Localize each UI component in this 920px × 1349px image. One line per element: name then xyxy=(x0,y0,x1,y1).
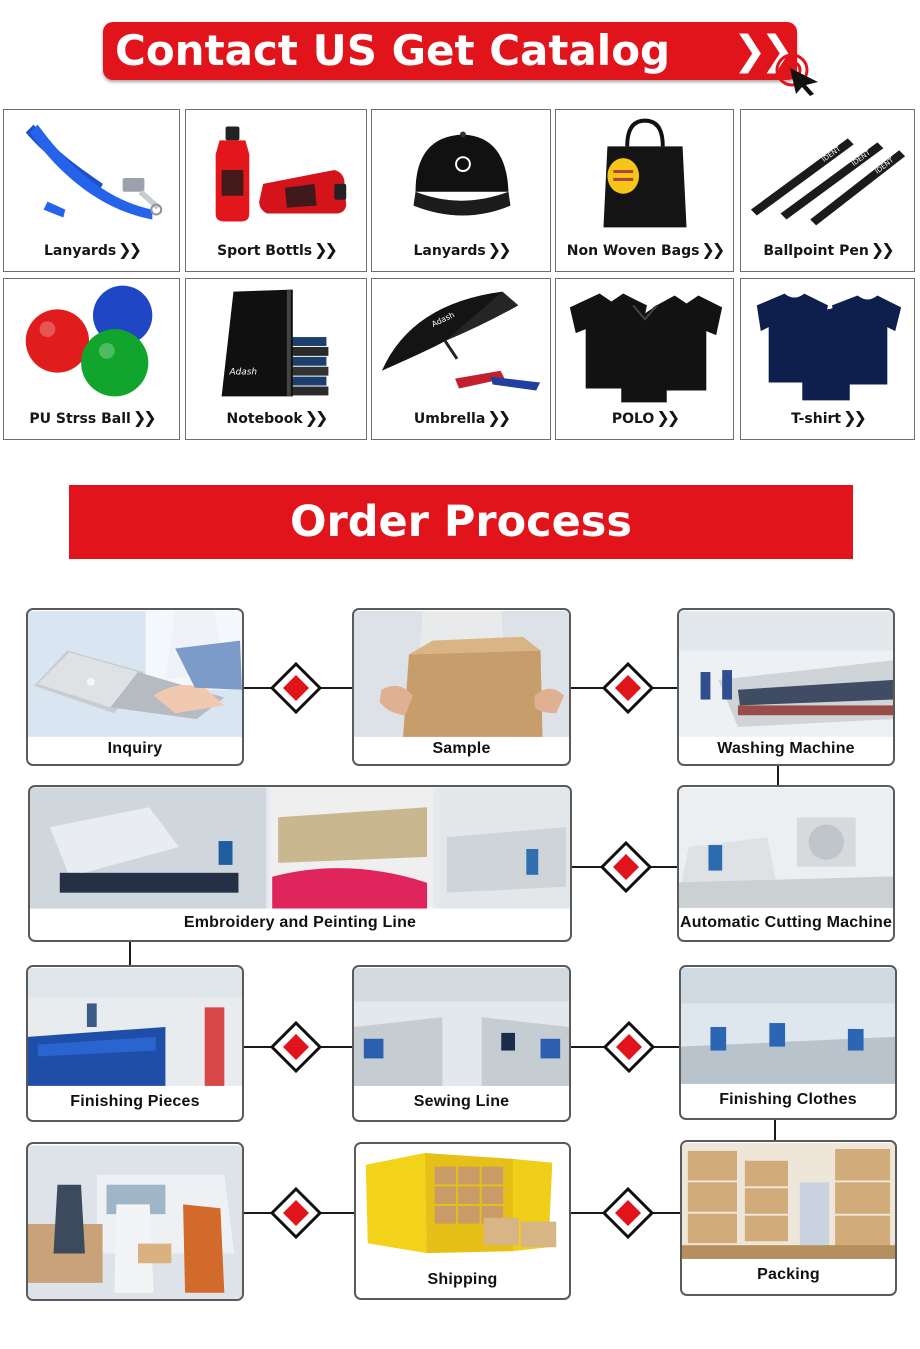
double-chevron-icon: ❯❯ xyxy=(304,408,329,427)
stress-ball-icon xyxy=(25,285,153,397)
diamond-arrow-icon xyxy=(602,1187,654,1239)
t-shirt-icon xyxy=(756,293,902,401)
double-chevron-icon: ❯❯ xyxy=(487,240,512,259)
umbrella-icon: Adash xyxy=(381,291,541,391)
tote-bag-icon xyxy=(603,118,687,228)
diamond-arrow-icon xyxy=(270,1021,322,1073)
product-label: T-shirt❯❯ xyxy=(791,408,867,427)
pen-icon: IDENT IDENT IDENT xyxy=(750,138,906,226)
product-label: Ballpoint Pen❯❯ xyxy=(763,240,895,259)
inquiry-photo xyxy=(28,611,242,737)
connector-line xyxy=(777,766,779,786)
double-chevron-icon: ❯❯ xyxy=(487,408,511,427)
step-shipping: Shipping xyxy=(354,1142,571,1300)
step-sewing-line: Sewing Line xyxy=(352,965,571,1122)
lanyard-icon xyxy=(25,124,163,220)
double-chevron-icon: ❯❯ xyxy=(132,408,157,427)
sport-bottle-icon xyxy=(215,126,347,222)
washing-machine-photo xyxy=(679,611,893,737)
step-label: Finishing Clothes xyxy=(719,1091,857,1108)
product-label: Lanyards❯❯ xyxy=(44,240,142,259)
step-label: Automatic Cutting Machine xyxy=(679,914,893,931)
step-shipping-delivery xyxy=(26,1142,244,1301)
notebook-icon: Adash xyxy=(221,289,329,397)
finishing-clothes-photo xyxy=(681,968,895,1084)
product-card-ballpoint-pens[interactable]: IDENT IDENT IDENT Ballpoint Pen❯❯ xyxy=(740,109,915,272)
step-label: Inquiry xyxy=(107,740,163,757)
double-chevron-icon: ❯❯ xyxy=(656,408,680,427)
product-label: PU Strss Ball❯❯ xyxy=(29,408,157,427)
packing-photo xyxy=(682,1143,895,1259)
delivery-photo xyxy=(28,1145,242,1299)
product-label: Non Woven Bags❯❯ xyxy=(566,240,725,259)
sample-photo xyxy=(354,611,569,737)
sewing-line-photo xyxy=(354,968,569,1086)
product-card-non-woven-bags[interactable]: Non Woven Bags❯❯ xyxy=(555,109,734,272)
step-label: Finishing Pieces xyxy=(70,1093,200,1110)
product-card-caps[interactable]: Lanyards❯❯ xyxy=(371,109,551,272)
step-washing-machine: Washing Machine xyxy=(677,608,895,766)
step-label: Washing Machine xyxy=(717,740,855,757)
click-cursor-icon xyxy=(775,53,818,96)
step-finishing-clothes: Finishing Clothes xyxy=(679,965,897,1120)
connector-line xyxy=(774,1120,776,1140)
order-process-title: Order Process xyxy=(69,485,853,559)
contact-catalog-button[interactable]: Contact US Get Catalog ❯❯ xyxy=(103,22,797,80)
product-card-t-shirts[interactable]: T-shirt❯❯ xyxy=(740,278,915,440)
step-label: Embroidery and Peinting Line xyxy=(183,914,417,931)
embroidery-photo xyxy=(30,787,570,909)
step-label: Packing xyxy=(757,1266,820,1283)
shipping-container-photo xyxy=(356,1145,569,1265)
step-finishing-pieces: Finishing Pieces xyxy=(26,965,244,1122)
step-label: Sewing Line xyxy=(413,1093,510,1110)
connector-line xyxy=(129,942,131,966)
diamond-arrow-icon xyxy=(602,662,654,714)
product-card-lanyards[interactable]: Lanyards❯❯ xyxy=(3,109,180,272)
product-label: Lanyards❯❯ xyxy=(413,240,512,259)
cutting-machine-photo xyxy=(679,788,893,908)
diamond-arrow-icon xyxy=(270,662,322,714)
double-chevron-icon: ❯❯ xyxy=(314,240,338,259)
catalog-banner-text: Contact US Get Catalog xyxy=(115,26,671,75)
polo-shirt-icon xyxy=(569,293,723,403)
step-embroidery-printing-line: Embroidery and Peinting Line xyxy=(28,785,572,942)
double-chevron-icon: ❯❯ xyxy=(843,408,867,427)
double-chevron-icon: ❯❯ xyxy=(870,240,895,259)
product-card-polo[interactable]: POLO❯❯ xyxy=(555,278,734,440)
svg-text:Adash: Adash xyxy=(229,368,258,378)
step-automatic-cutting-machine: Automatic Cutting Machine xyxy=(677,785,895,942)
product-card-notebooks[interactable]: Adash Notebook❯❯ xyxy=(185,278,367,440)
diamond-arrow-icon xyxy=(600,841,652,893)
finishing-pieces-photo xyxy=(28,968,242,1086)
step-label: Sample xyxy=(432,740,491,757)
double-chevron-icon: ❯❯ xyxy=(118,240,142,259)
diamond-arrow-icon xyxy=(270,1187,322,1239)
diamond-arrow-icon xyxy=(603,1021,655,1073)
double-chevron-icon: ❯❯ xyxy=(701,240,725,259)
product-label: Notebook❯❯ xyxy=(226,408,329,427)
product-label: Umbrella❯❯ xyxy=(413,408,511,427)
step-inquiry: Inquiry xyxy=(26,608,244,766)
product-label: Sport Bottls❯❯ xyxy=(217,240,338,259)
product-card-umbrellas[interactable]: Adash Umbrella❯❯ xyxy=(371,278,551,440)
cap-icon xyxy=(413,131,511,216)
step-packing: Packing xyxy=(680,1140,897,1296)
step-label: Shipping xyxy=(427,1271,498,1288)
product-label: POLO❯❯ xyxy=(611,408,680,427)
product-card-stress-balls[interactable]: PU Strss Ball❯❯ xyxy=(3,278,180,440)
product-card-sport-bottles[interactable]: Sport Bottls❯❯ xyxy=(185,109,367,272)
step-sample: Sample xyxy=(352,608,571,766)
